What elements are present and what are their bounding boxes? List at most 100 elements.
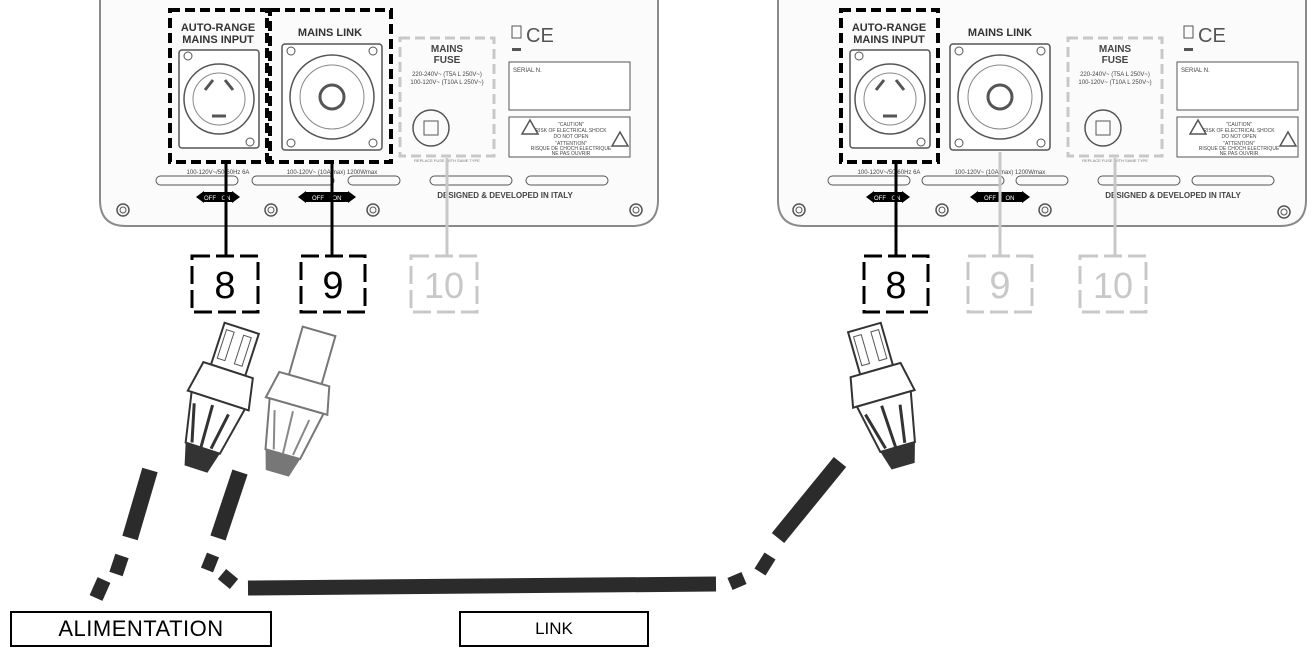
caution-line2: RISK OF ELECTRICAL SHOCK bbox=[535, 128, 607, 134]
mount-hole bbox=[629, 203, 643, 217]
vent-slot bbox=[1191, 175, 1275, 186]
mains-input-connector bbox=[849, 49, 931, 149]
designed-in-italy: DESIGNED & DEVELOPED IN ITALY bbox=[1105, 191, 1241, 200]
vent-slot bbox=[347, 175, 401, 186]
input-rating: 100-120V~/50-60Hz 6A bbox=[187, 170, 250, 176]
link-caption: LINK bbox=[459, 611, 649, 647]
attention-line1: "ATTENTION" bbox=[1223, 141, 1255, 147]
power-plug-icon bbox=[184, 321, 261, 473]
right-speaker-panel: AUTO-RANGE MAINS INPUT MAINS LINK MAINS … bbox=[777, 0, 1307, 314]
attention-line3: NE PAS OUVRIR bbox=[1220, 151, 1259, 157]
off-label: OFF bbox=[874, 196, 886, 202]
attention-line2: RISQUE DE CHOCH ELECTRIQUE bbox=[1199, 146, 1280, 152]
off-label: OFF bbox=[204, 196, 216, 202]
caution-line1: "CAUTION" bbox=[558, 122, 584, 128]
fuse-label-line2: FUSE bbox=[434, 55, 461, 66]
powercon-socket-icon bbox=[854, 63, 926, 135]
input-plug-icon bbox=[846, 321, 917, 470]
screw-icon bbox=[954, 138, 964, 148]
svg-text:10: 10 bbox=[424, 265, 464, 306]
on-label: ON bbox=[1006, 196, 1015, 202]
input-rating: 100-120V~/50-60Hz 6A bbox=[858, 170, 921, 176]
fuse-spec-line1: 220-240V~ (T5A L 250V~) bbox=[1080, 72, 1150, 78]
caution-line1: "CAUTION" bbox=[1226, 122, 1252, 128]
alimentation-caption: ALIMENTATION bbox=[10, 611, 272, 647]
svg-text:8: 8 bbox=[214, 265, 235, 307]
screw-icon bbox=[368, 138, 378, 148]
warning-icon bbox=[520, 118, 540, 135]
mount-hole bbox=[116, 203, 130, 217]
screw-icon bbox=[916, 137, 926, 147]
ce-mark: CE bbox=[1198, 25, 1226, 47]
serial-label: SERIAL N. bbox=[1181, 68, 1210, 74]
mount-hole bbox=[1038, 203, 1052, 217]
screw-icon bbox=[245, 137, 255, 147]
attention-line3: NE PAS OUVRIR bbox=[552, 151, 591, 157]
fuse-label-line1: MAINS bbox=[431, 44, 464, 55]
svg-text:10: 10 bbox=[1093, 265, 1133, 306]
mains-link-connector bbox=[949, 43, 1051, 151]
mains-input-highlight bbox=[839, 8, 940, 164]
vent-slot bbox=[525, 175, 609, 186]
mount-hole bbox=[1277, 205, 1291, 219]
vent-slot bbox=[1097, 175, 1181, 186]
attention-line2: RISQUE DE CHOCH ELECTRIQUE bbox=[531, 146, 612, 152]
input-label-line2: MAINS INPUT bbox=[853, 34, 925, 46]
fuse-label-line1: MAINS bbox=[1099, 44, 1132, 55]
serial-label: SERIAL N. bbox=[513, 68, 542, 74]
screw-icon bbox=[1036, 138, 1046, 148]
mains-input-highlight bbox=[168, 8, 269, 164]
vent-slot bbox=[429, 175, 513, 186]
attention-line1: "ATTENTION" bbox=[555, 141, 587, 147]
screw-icon bbox=[854, 51, 864, 61]
fuse-spec-line1: 220-240V~ (T5A L 250V~) bbox=[412, 72, 482, 78]
caution-line3: DO NOT OPEN bbox=[554, 134, 589, 140]
input-label-line1: AUTO-RANGE bbox=[852, 22, 926, 34]
screw-icon bbox=[183, 51, 193, 61]
callout-10: 10 bbox=[409, 254, 479, 314]
left-speaker-panel: AUTO-RANGE MAINS INPUT MAINS LINK MAINS … bbox=[99, 0, 659, 314]
vent-slot bbox=[921, 175, 1005, 186]
fuse-holder-icon bbox=[1084, 109, 1122, 147]
on-label: ON bbox=[333, 196, 342, 202]
link-caption-label: LINK bbox=[535, 619, 573, 638]
callout-8: 8 bbox=[190, 254, 260, 314]
input-label-line2: MAINS INPUT bbox=[182, 34, 254, 46]
caution-plate bbox=[1176, 116, 1299, 158]
callout-8: 8 bbox=[862, 254, 930, 314]
vent-slot bbox=[1015, 175, 1069, 186]
link-label: MAINS LINK bbox=[968, 27, 1032, 39]
fuse-holder-icon bbox=[412, 109, 450, 147]
off-label: OFF bbox=[312, 196, 324, 202]
designed-in-italy: DESIGNED & DEVELOPED IN ITALY bbox=[437, 191, 573, 200]
input-label-line1: AUTO-RANGE bbox=[181, 22, 255, 34]
link-cable bbox=[200, 456, 847, 596]
screw-icon bbox=[286, 138, 296, 148]
mains-link-connector bbox=[281, 43, 383, 151]
caution-line2: RISK OF ELECTRICAL SHOCK bbox=[1203, 128, 1275, 134]
warning-icon bbox=[610, 130, 630, 147]
vent-slot bbox=[155, 175, 239, 186]
fuse-label-line2: FUSE bbox=[1102, 55, 1129, 66]
ce-mark: CE bbox=[526, 25, 554, 47]
alimentation-label: ALIMENTATION bbox=[58, 616, 224, 641]
vent-slot bbox=[251, 175, 335, 186]
link-label: MAINS LINK bbox=[298, 27, 362, 39]
callout-10: 10 bbox=[1078, 254, 1148, 314]
screw-icon bbox=[286, 46, 296, 56]
serial-plate bbox=[1176, 61, 1299, 111]
serial-plate bbox=[508, 61, 631, 111]
link-plug-icon bbox=[264, 325, 337, 477]
screw-icon bbox=[954, 46, 964, 56]
off-label: OFF bbox=[984, 196, 996, 202]
fuse-spec-line2: 100-120V~ (T10A L 250V~) bbox=[410, 80, 483, 86]
svg-text:8: 8 bbox=[885, 265, 906, 307]
mount-hole bbox=[792, 203, 806, 217]
weee-icon bbox=[1183, 25, 1194, 39]
powercon-socket-icon bbox=[957, 54, 1043, 140]
mains-input-connector bbox=[178, 49, 260, 149]
weee-icon bbox=[511, 25, 522, 39]
callout-9: 9 bbox=[299, 254, 367, 314]
fuse-spec-line2: 100-120V~ (T10A L 250V~) bbox=[1078, 80, 1151, 86]
